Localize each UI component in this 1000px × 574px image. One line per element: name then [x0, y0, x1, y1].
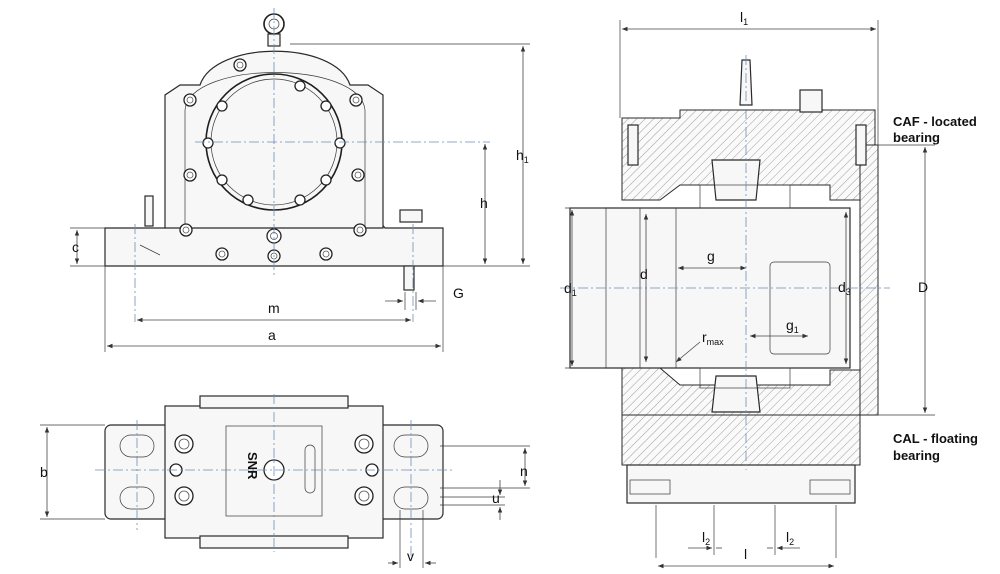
dim-label-l1: l1 — [740, 9, 748, 27]
dim-label-l2-right: l2 — [786, 529, 794, 547]
section-view: l1 d1 d g d3 D g1 rmax l2 l2 l CAF - loc… — [560, 9, 978, 569]
front-view: c h h1 m a G — [70, 8, 530, 352]
note-caf-line1: CAF - located — [893, 114, 977, 129]
top-view: SNR b n u v — [40, 394, 530, 568]
bearing-rollers — [699, 159, 791, 413]
dim-label-d: d — [640, 266, 648, 282]
dim-label-G: G — [453, 285, 464, 301]
note-caf-line2: bearing — [893, 130, 940, 145]
dim-label-m: m — [268, 300, 280, 316]
dim-label-g: g — [707, 248, 715, 264]
note-cal-line2: bearing — [893, 448, 940, 463]
dim-label-h1: h1 — [516, 147, 529, 165]
dim-label-g1: g1 — [786, 317, 799, 335]
dim-label-c: c — [72, 239, 79, 255]
dim-label-a: a — [268, 327, 276, 343]
base-section — [621, 414, 861, 466]
dim-label-d3: d3 — [838, 279, 851, 297]
dim-label-v: v — [407, 548, 414, 564]
dim-label-D: D — [918, 279, 928, 295]
dim-label-u: u — [492, 490, 500, 506]
dim-label-l: l — [744, 546, 747, 562]
dim-label-n: n — [520, 463, 528, 479]
dim-label-rmax: rmax — [702, 329, 724, 347]
dim-label-l2-left: l2 — [702, 529, 710, 547]
dim-label-d1: d1 — [564, 280, 577, 298]
dim-label-h: h — [480, 195, 488, 211]
brand-mark: SNR — [245, 452, 260, 480]
dim-label-b: b — [40, 464, 48, 480]
grease-fitting-icon — [799, 89, 823, 113]
note-cal-line1: CAL - floating — [893, 431, 978, 446]
